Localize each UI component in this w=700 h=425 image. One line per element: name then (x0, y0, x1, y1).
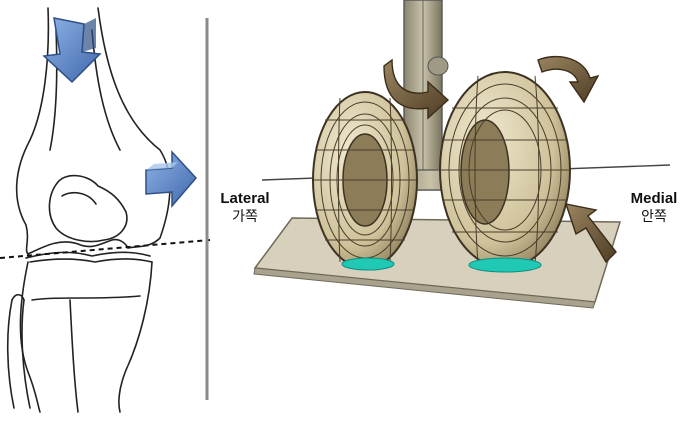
knee-bone-illustration (6, 7, 171, 413)
medial-label: Medial 안쪽 (620, 190, 688, 226)
lateral-label: Lateral 가쪽 (212, 190, 278, 226)
small-rotation-arrow-icon (537, 55, 600, 104)
medial-contact-area (468, 257, 542, 273)
rotation-arrow-icon (383, 58, 450, 120)
medial-label-ko: 안쪽 (641, 209, 667, 225)
compression-arrow-icon (42, 17, 102, 84)
lateral-condyle (312, 91, 418, 271)
lateral-push-arrow-icon (145, 150, 198, 209)
medial-label-en: Medial (630, 190, 678, 207)
upward-force-arrow-icon (564, 203, 617, 264)
condyle-model-illustration (253, 0, 671, 309)
lateral-label-ko: 가쪽 (232, 209, 258, 225)
medial-condyle (439, 71, 571, 273)
joint-line (0, 239, 211, 259)
lateral-contact-area (341, 257, 395, 271)
lateral-label-en: Lateral (220, 190, 270, 207)
